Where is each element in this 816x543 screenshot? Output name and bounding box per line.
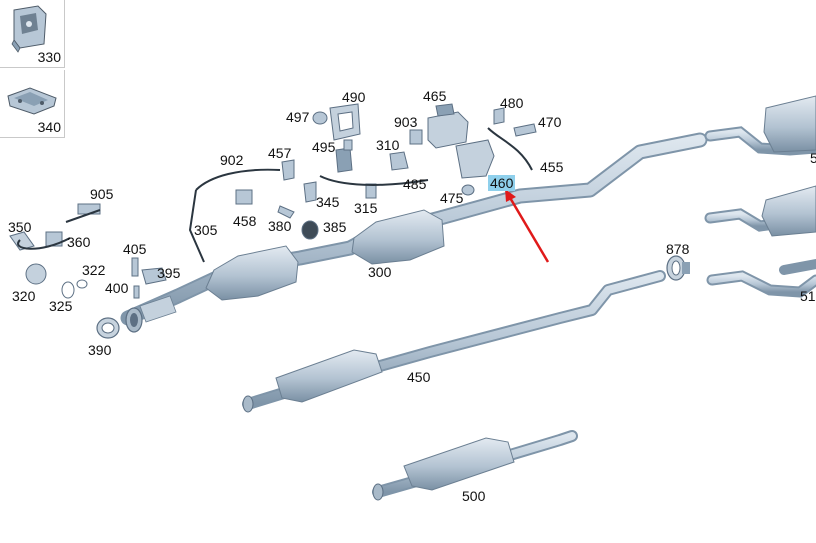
callout-390[interactable]: 390 xyxy=(88,342,112,358)
callout-480[interactable]: 480 xyxy=(500,95,524,111)
callout-465[interactable]: 465 xyxy=(423,88,447,104)
callout-325[interactable]: 325 xyxy=(49,298,73,314)
callout-320[interactable]: 320 xyxy=(12,288,36,304)
callout-902[interactable]: 902 xyxy=(220,152,244,168)
sensor-cables xyxy=(17,127,533,263)
sensor-wiring-parts[interactable] xyxy=(9,103,537,299)
thumbnail-label: 340 xyxy=(37,119,61,135)
callout-475[interactable]: 475 xyxy=(440,190,464,206)
rear-muffler-500[interactable] xyxy=(372,430,578,501)
center-muffler-450[interactable] xyxy=(242,270,666,413)
callout-5-partial[interactable]: 5 xyxy=(810,150,816,166)
heat-shield-thumbnail-icon xyxy=(7,87,57,115)
callout-495[interactable]: 495 xyxy=(312,139,336,155)
clamp-878[interactable] xyxy=(666,255,690,281)
callout-322[interactable]: 322 xyxy=(82,262,106,278)
bracket-thumbnail-icon xyxy=(11,5,47,53)
rear-pipes-right[interactable] xyxy=(704,95,816,298)
callout-405[interactable]: 405 xyxy=(123,241,147,257)
thumbnail-label: 330 xyxy=(37,49,61,65)
callout-903[interactable]: 903 xyxy=(394,114,418,130)
callout-380[interactable]: 380 xyxy=(268,218,292,234)
callout-485[interactable]: 485 xyxy=(403,176,427,192)
callout-460-highlighted[interactable]: 460 xyxy=(488,175,516,191)
callout-51-partial[interactable]: 51 xyxy=(800,288,816,304)
callout-arrow-460 xyxy=(505,189,550,263)
callout-905[interactable]: 905 xyxy=(90,186,114,202)
callout-455[interactable]: 455 xyxy=(540,159,564,175)
callout-305[interactable]: 305 xyxy=(194,222,218,238)
callout-500[interactable]: 500 xyxy=(462,488,486,504)
callout-878[interactable]: 878 xyxy=(666,241,690,257)
callout-350[interactable]: 350 xyxy=(8,219,32,235)
callout-300[interactable]: 300 xyxy=(368,264,392,280)
clamp-390[interactable] xyxy=(96,317,120,339)
thumbnail-330[interactable]: 330 xyxy=(0,0,65,68)
callout-385[interactable]: 385 xyxy=(323,219,347,235)
callout-490[interactable]: 490 xyxy=(342,89,366,105)
callout-360[interactable]: 360 xyxy=(67,234,91,250)
callout-450[interactable]: 450 xyxy=(407,369,431,385)
callout-458[interactable]: 458 xyxy=(233,213,257,229)
callout-457[interactable]: 457 xyxy=(268,145,292,161)
callout-400[interactable]: 400 xyxy=(105,280,129,296)
front-pipe-300[interactable] xyxy=(120,132,708,333)
callout-395[interactable]: 395 xyxy=(157,265,181,281)
thumbnail-340[interactable]: 340 xyxy=(0,70,65,138)
callout-470[interactable]: 470 xyxy=(538,114,562,130)
callout-315[interactable]: 315 xyxy=(354,200,378,216)
callout-310[interactable]: 310 xyxy=(376,137,400,153)
callout-497[interactable]: 497 xyxy=(286,109,310,125)
callout-345[interactable]: 345 xyxy=(316,194,340,210)
